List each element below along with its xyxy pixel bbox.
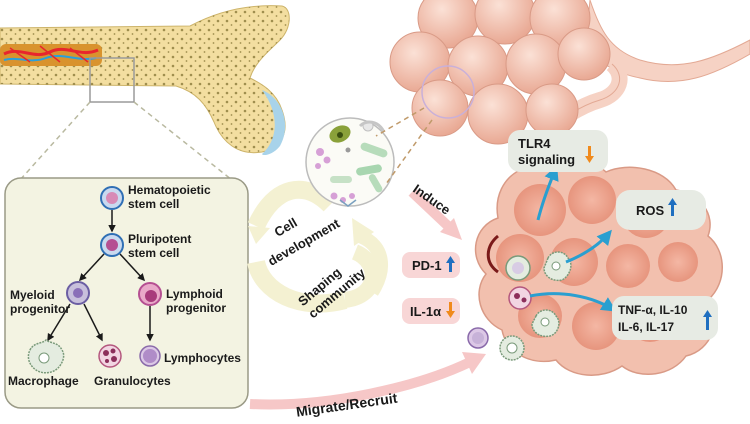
cytokines-up-arrow-icon [703,310,712,330]
lung-alveoli-illustration [375,0,750,376]
alveolar-macrophage-cell-3 [531,309,560,338]
tlr4-down-arrow-icon [585,146,594,163]
cell-development-label-line1: Cell [272,215,300,240]
hsc-label-line1: Hematopoietic [128,183,211,197]
macrophage-icon [27,339,65,374]
recruited-macrophage-cell [499,335,525,361]
macrophage-label: Macrophage [8,374,79,388]
microbiota-community-icon [305,117,395,207]
hematopoietic-stem-cell-icon [100,186,124,210]
cytokines-box: TNF-α, IL-10 IL-6, IL-17 [612,296,718,340]
pd1-label: PD-1 [412,258,442,273]
induce-arrow [408,188,462,240]
migrate-recruit-arrow [249,352,486,410]
lymphocyte-icon [139,345,161,367]
ros-box: ROS [616,190,706,230]
upper-alveolar-cluster [389,0,611,145]
pluripotent-stem-cell-icon [100,233,124,257]
pd1-up-arrow-icon [446,256,455,272]
cytokines-label-line1: TNF-α, IL-10 [618,303,688,317]
alveolar-granulocyte-cell [508,286,532,310]
cycle-arrows [247,180,388,313]
psc-label-line1: Pluripotent [128,232,191,246]
alveolar-macrophage-cell-1 [505,255,531,281]
lymphoid-progenitor-icon [138,282,162,306]
ros-label: ROS [636,203,665,218]
psc-label-line2: stem cell [128,246,179,260]
il1a-label: IL-1α [410,304,441,319]
hsc-label-line2: stem cell [128,197,179,211]
lymphocytes-label: Lymphocytes [164,351,241,365]
alveolar-macrophage-cell-2 [543,251,572,282]
bone-illustration [0,5,290,181]
granulocytes-label: Granulocytes [94,374,171,388]
granulocyte-icon [98,344,122,368]
il1a-box: IL-1α [402,298,460,324]
tlr4-label-line1: TLR4 [518,136,551,151]
lymphoid-label-line2: progenitor [166,301,226,315]
pd1-box: PD-1 [402,252,460,278]
cytokines-label-line2: IL-6, IL-17 [618,320,674,334]
lymphoid-label-line1: Lymphoid [166,287,223,301]
ros-up-arrow-icon [668,198,677,216]
myeloid-progenitor-icon [66,281,90,305]
myeloid-label-line1: Myeloid [10,288,55,302]
recruited-lymphocyte-cell [467,327,489,349]
hematopoiesis-panel: Hematopoietic stem cell Pluripotent stem… [4,177,249,409]
tlr4-signaling-box: TLR4 signaling [508,130,608,172]
tlr4-label-line2: signaling [518,152,575,167]
il1a-down-arrow-icon [446,302,455,318]
myeloid-label-line2: progenitor [10,302,70,316]
